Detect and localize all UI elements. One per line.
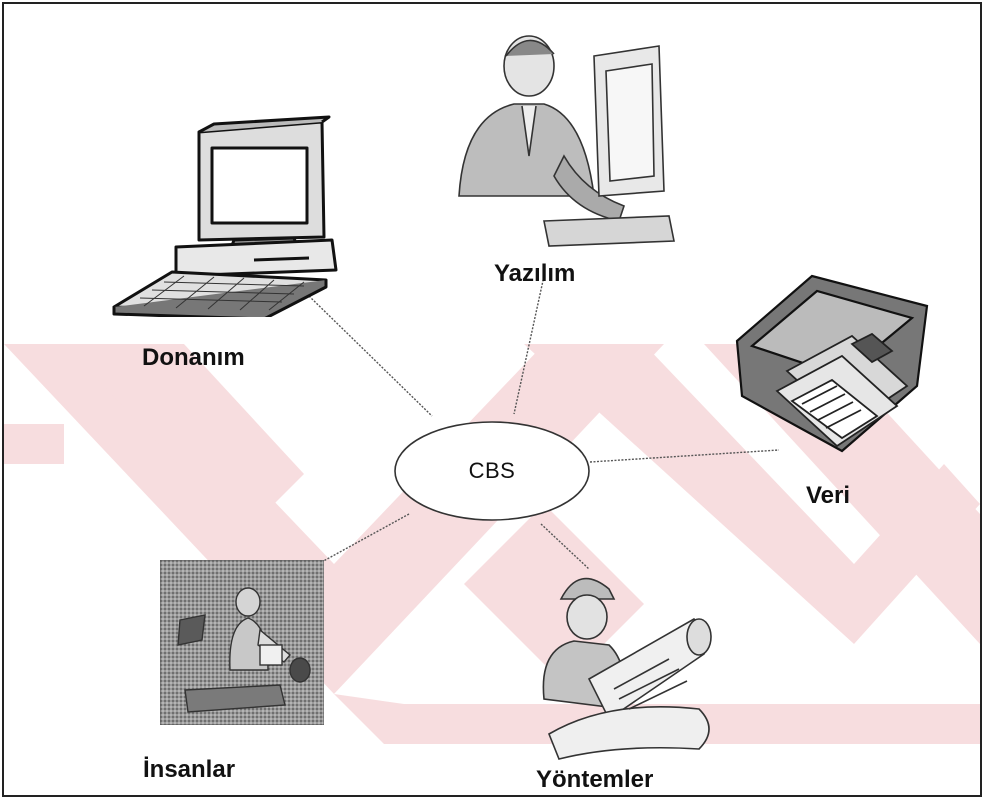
label-veri: Veri — [806, 482, 851, 509]
label-insanlar: İnsanlar — [143, 756, 236, 783]
connector-insanlar — [308, 513, 410, 570]
people-photo-icon — [160, 560, 324, 725]
person-at-computer-icon — [458, 35, 675, 247]
connector-yazilim — [513, 275, 545, 415]
cbs-label: CBS — [468, 458, 516, 483]
floppy-disks-icon — [735, 274, 929, 453]
label-yazilim: Yazılım — [494, 260, 576, 287]
engineer-with-plans-icon — [542, 577, 712, 760]
connector-lines — [308, 275, 780, 570]
cbs-hub — [394, 421, 590, 521]
connector-yontemler — [540, 523, 590, 570]
connector-donanim — [308, 295, 433, 417]
label-donanim: Donanım — [142, 344, 245, 371]
connector-veri — [589, 449, 780, 463]
computer-icon — [112, 115, 338, 317]
label-yontemler: Yöntemler — [536, 766, 654, 793]
